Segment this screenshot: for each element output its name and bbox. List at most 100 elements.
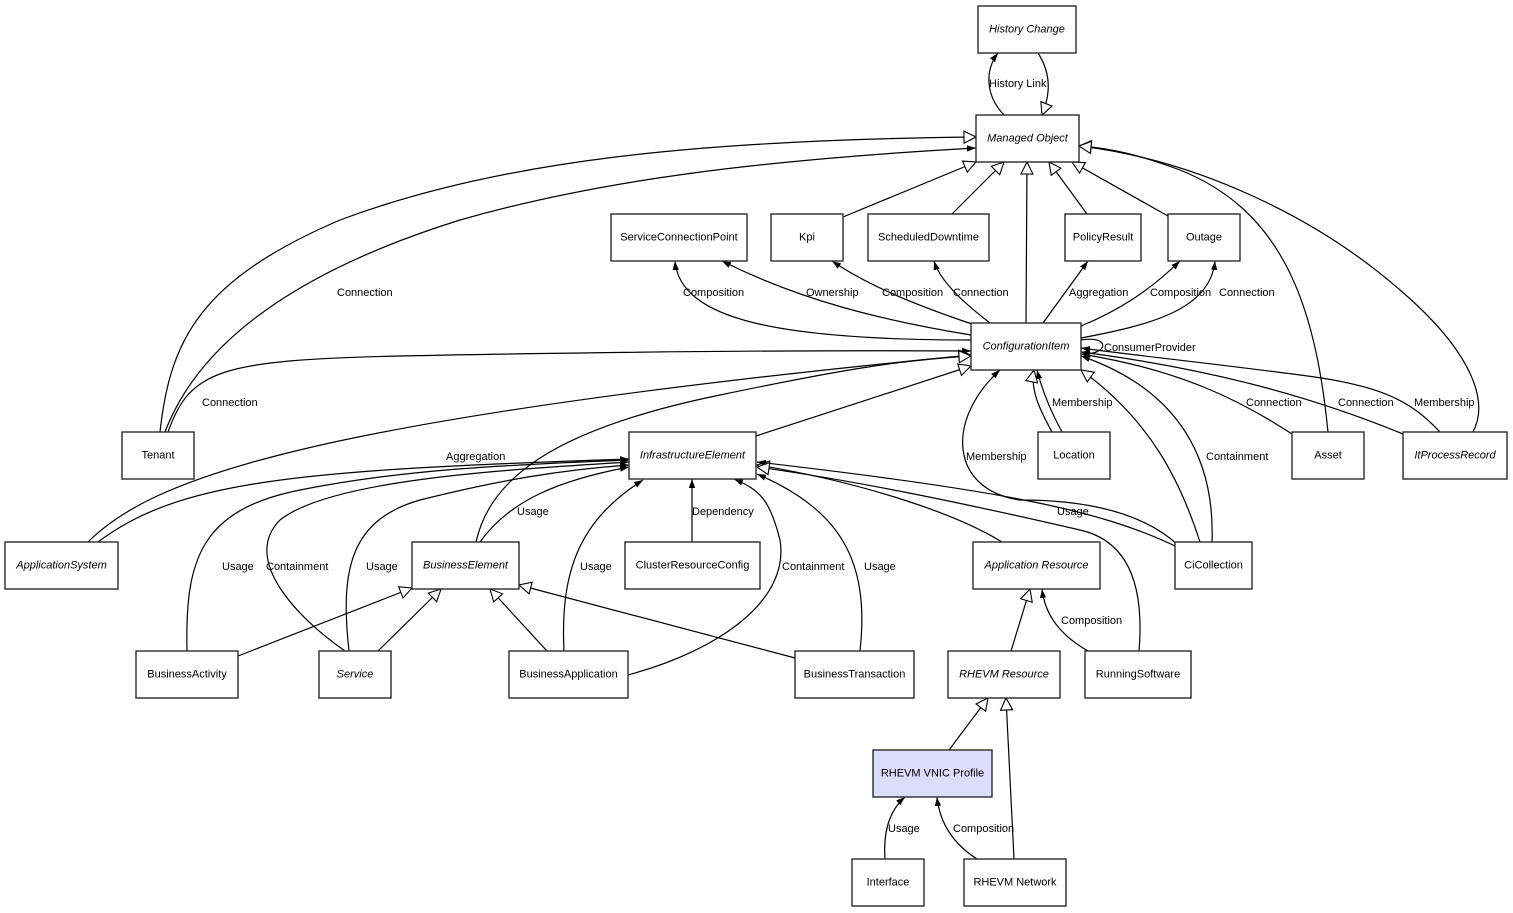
class-box[interactable] (972, 541, 1101, 590)
association-edge-ci-collection-to-infrastructure-element (756, 459, 1176, 547)
association-edge-configuration-item-to-service-connection-point (672, 260, 972, 341)
class-name: RHEVM Resource (959, 669, 1049, 681)
inheritance-edge-location-to-configuration-item (1033, 370, 1053, 433)
class-box[interactable] (411, 541, 520, 590)
class-node-infrastructure-element[interactable]: InfrastructureElement (628, 431, 757, 480)
inheritance-edge-application-resource-to-infrastructure-element (757, 465, 1003, 543)
class-name: RHEVM Network (973, 877, 1057, 889)
edge-label-usage: Usage (517, 506, 549, 518)
association-edge-configuration-item-to-configuration-item (1080, 338, 1104, 358)
association-edge-configuration-item-to-outage (1080, 260, 1181, 327)
class-node-asset[interactable]: Asset (1291, 431, 1365, 480)
class-node-cluster-resource-config[interactable]: ClusterResourceConfig (624, 541, 761, 590)
edge-label-composition: Composition (683, 287, 744, 299)
association-edge-managed-object-to-history-change (988, 52, 1005, 116)
class-box[interactable] (135, 650, 239, 699)
class-node-history-change[interactable]: History Change (977, 5, 1077, 54)
edge-label-composition: Composition (1061, 615, 1122, 627)
edge-label-connection: Connection (202, 397, 258, 409)
class-box[interactable] (975, 114, 1080, 163)
class-box[interactable] (4, 541, 119, 590)
class-node-interface[interactable]: Interface (851, 858, 925, 907)
edge-label-consumerprovider: ConsumerProvider (1104, 342, 1196, 354)
inheritance-edge-rhevm-network-to-rhevm-resource (1006, 698, 1015, 860)
edge-label-dependency: Dependency (692, 506, 754, 518)
class-name: Tenant (141, 450, 174, 462)
class-node-it-process-record[interactable]: ItProcessRecord (1402, 431, 1508, 480)
class-box[interactable] (867, 213, 990, 262)
inheritance-edge-configuration-item-to-managed-object (1026, 162, 1027, 324)
class-box[interactable] (1291, 431, 1365, 480)
class-box[interactable] (1402, 431, 1508, 480)
class-node-scheduled-downtime[interactable]: ScheduledDowntime (867, 213, 990, 262)
class-node-rhevm-network[interactable]: RHEVM Network (963, 858, 1067, 907)
edge-label-connection: Connection (1219, 287, 1275, 299)
class-node-application-system[interactable]: ApplicationSystem (4, 541, 119, 590)
inheritance-edge-tenant-to-managed-object (159, 137, 976, 433)
class-node-ci-collection[interactable]: CiCollection (1174, 541, 1253, 590)
class-name: RHEVM VNIC Profile (881, 768, 984, 780)
edge-label-aggregation: Aggregation (446, 451, 505, 463)
class-node-business-application[interactable]: BusinessApplication (508, 650, 629, 699)
class-box[interactable] (508, 650, 629, 699)
class-node-running-software[interactable]: RunningSoftware (1084, 650, 1192, 699)
class-name: ConfigurationItem (983, 341, 1070, 353)
class-node-kpi[interactable]: Kpi (770, 213, 844, 262)
class-node-outage[interactable]: Outage (1167, 213, 1241, 262)
class-box[interactable] (610, 213, 748, 262)
class-box[interactable] (947, 650, 1061, 699)
inheritance-edge-service-to-business-element (377, 589, 441, 652)
class-node-configuration-item[interactable]: ConfigurationItem (970, 322, 1082, 371)
edge-label-aggregation: Aggregation (1069, 287, 1128, 299)
class-box[interactable] (628, 431, 757, 480)
class-box[interactable] (770, 213, 844, 262)
association-edge-business-activity-to-infrastructure-element (186, 457, 630, 652)
class-node-location[interactable]: Location (1037, 431, 1111, 480)
inheritance-edge-running-software-to-infrastructure-element (757, 467, 1141, 652)
class-box[interactable] (1174, 541, 1253, 590)
association-edge-tenant-to-configuration-item (167, 347, 972, 433)
class-box[interactable] (1064, 213, 1142, 262)
class-node-managed-object[interactable]: Managed Object (975, 114, 1080, 163)
class-name: BusinessApplication (519, 669, 617, 681)
class-box[interactable] (977, 5, 1077, 54)
association-edge-interface-to-rhevm-vnic-profile (884, 796, 906, 860)
association-edge-application-system-to-infrastructure-element (97, 456, 630, 543)
class-name: Interface (867, 877, 910, 889)
class-node-business-element[interactable]: BusinessElement (411, 541, 520, 590)
class-node-policy-result[interactable]: PolicyResult (1064, 213, 1142, 262)
class-node-business-activity[interactable]: BusinessActivity (135, 650, 239, 699)
class-name: Managed Object (987, 133, 1069, 145)
edge-label-usage: Usage (1057, 506, 1089, 518)
class-box[interactable] (851, 858, 925, 907)
association-edge-configuration-item-to-service-connection-point (721, 260, 972, 336)
class-box[interactable] (624, 541, 761, 590)
class-node-service-connection-point[interactable]: ServiceConnectionPoint (610, 213, 748, 262)
association-edge-business-application-to-infrastructure-element (627, 478, 782, 676)
class-node-rhevm-vnic-profile[interactable]: RHEVM VNIC Profile (872, 749, 993, 798)
class-box[interactable] (1037, 431, 1111, 480)
inheritance-edge-infrastructure-element-to-configuration-item (755, 366, 971, 437)
inheritance-edge-kpi-to-managed-object (842, 162, 976, 218)
class-box[interactable] (963, 858, 1067, 907)
association-edge-ci-collection-to-configuration-item (1080, 355, 1213, 543)
class-name: ItProcessRecord (1414, 450, 1496, 462)
class-box[interactable] (1084, 650, 1192, 699)
association-edge-business-element-to-infrastructure-element (479, 465, 630, 543)
class-node-tenant[interactable]: Tenant (121, 431, 195, 480)
edge-label-composition: Composition (882, 287, 943, 299)
class-name: ApplicationSystem (15, 560, 107, 572)
class-box[interactable] (970, 322, 1082, 371)
edge-label-usage: Usage (222, 561, 254, 573)
class-name: Outage (1186, 232, 1222, 244)
class-box[interactable] (1167, 213, 1241, 262)
class-box[interactable] (318, 650, 392, 699)
class-node-service[interactable]: Service (318, 650, 392, 699)
class-node-application-resource[interactable]: Application Resource (972, 541, 1101, 590)
class-node-business-transaction[interactable]: BusinessTransaction (794, 650, 915, 699)
class-name: Asset (1314, 450, 1342, 462)
class-box[interactable] (121, 431, 195, 480)
class-box[interactable] (872, 749, 993, 798)
class-box[interactable] (794, 650, 915, 699)
class-node-rhevm-resource[interactable]: RHEVM Resource (947, 650, 1061, 699)
